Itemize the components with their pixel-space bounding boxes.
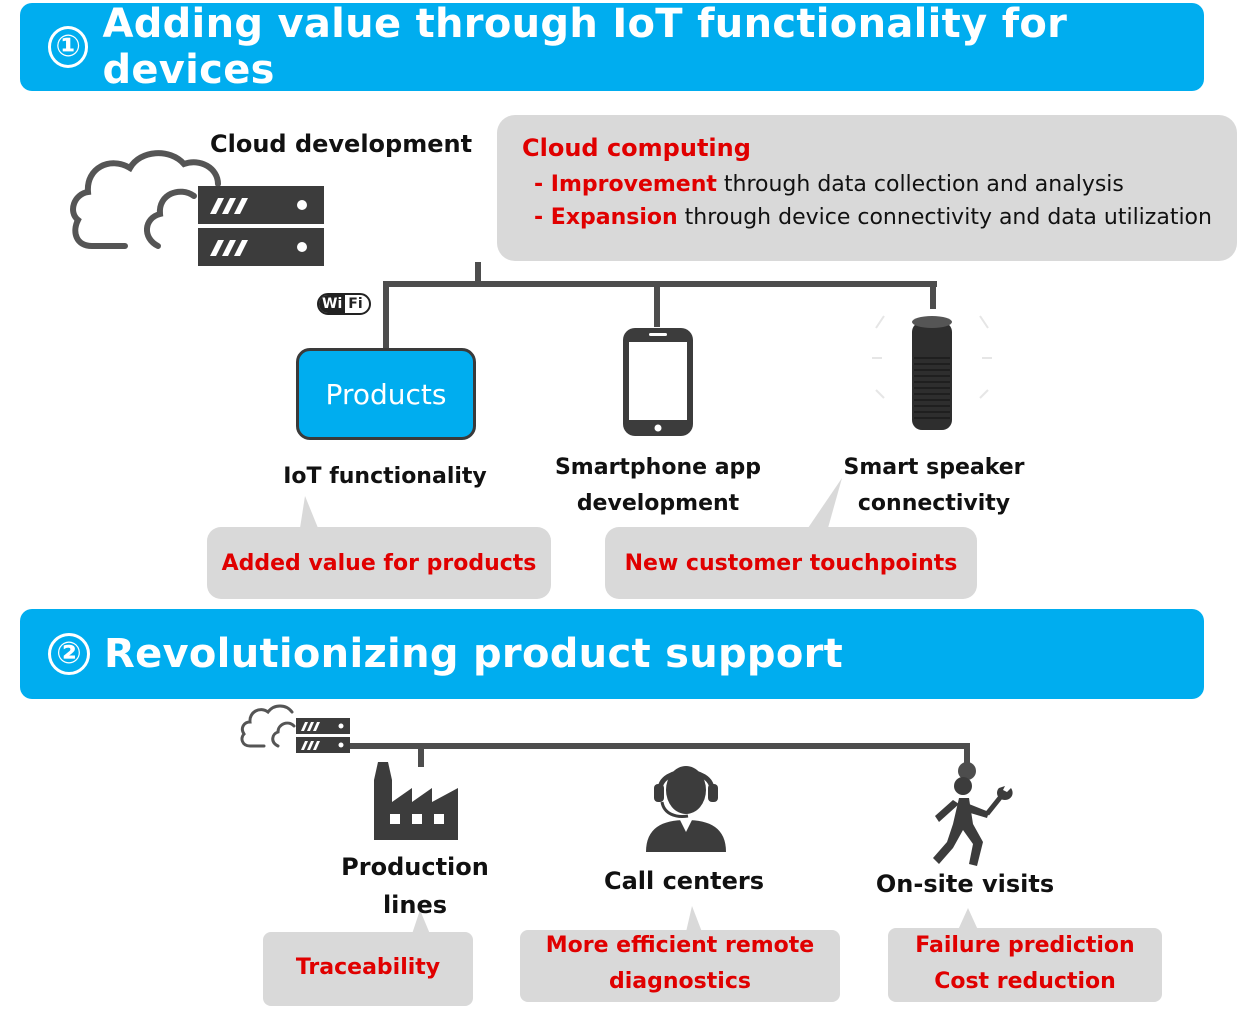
connector-node [958,762,976,780]
wifi-wi: Wi [319,295,346,313]
production-lines-label: Production lines [320,848,510,924]
cloud-computing-heading: Cloud computing [522,134,751,162]
small-cloud-server-icon [240,704,350,753]
smart-speaker-icon [872,315,992,430]
section1-number: ① [48,26,89,68]
smart-speaker-label-line: Smart speaker [843,455,1025,480]
remote-diagnostics-callout [520,930,840,1002]
item-rest: through device connectivity and data uti… [677,205,1212,230]
failure-line: Failure prediction [915,933,1135,958]
remote-line: More efficient remote [545,933,815,958]
iot-functionality-label: IoT functionality [283,464,487,489]
headset-operator-icon [646,766,726,852]
touchpoints-text: New customer touchpoints [624,551,958,576]
item-rest: through data collection and analysis [716,172,1124,197]
smartphone-label-line: Smartphone app [554,455,762,480]
connector-line [383,281,389,349]
cloud-computing-box [497,115,1237,261]
failure-prediction-callout [888,928,1162,1002]
item-prefix: - [534,172,551,197]
touchpoints-callout [605,527,977,599]
section2-banner: ② Revolutionizing product support [20,609,1204,699]
onsite-visits-label: On-site visits [875,870,1055,898]
connector-line [654,281,660,327]
connector-line [475,262,481,286]
call-centers-label: Call centers [603,867,765,895]
production-label-line: lines [382,891,448,919]
connector-line [964,743,970,765]
remote-line: diagnostics [609,969,751,994]
cloud-server-icon [70,150,324,266]
cloud-computing-item-1: - Improvement through data collection an… [534,172,1124,197]
smartphone-label: Smartphone app development [530,450,786,522]
production-label-line: Production [341,853,489,881]
smartphone-label-line: development [576,491,740,516]
section1-banner: ① Adding value through IoT functionality… [20,1,1204,93]
wifi-fi: Fi [348,296,363,312]
cloud-computing-item-2: - Expansion through device connectivity … [534,205,1212,230]
added-value-text: Added value for products [221,551,537,576]
smart-speaker-label-line: connectivity [857,491,1011,516]
connector-line [350,743,970,749]
technician-wrench-icon [933,777,1013,866]
connector-line [930,281,936,309]
failure-line: Cost reduction [934,969,1116,994]
traceability-callout [263,932,473,1006]
item-prefix: - [534,205,551,230]
failure-prediction-text: Failure prediction Cost reduction [888,928,1162,1000]
section2-number: ② [48,633,90,675]
added-value-callout [207,527,551,599]
factory-icon [374,762,458,840]
remote-diagnostics-text: More efficient remote diagnostics [520,928,840,1000]
traceability-text: Traceability [295,955,441,980]
section2-title: Revolutionizing product support [104,631,844,677]
connector-line [383,281,937,287]
cloud-development-label: Cloud development [210,130,473,158]
smartphone-icon [623,328,693,436]
item-key: Improvement [550,172,717,197]
products-box: Products [296,348,476,440]
products-label: Products [325,377,447,411]
smart-speaker-label: Smart speaker connectivity [822,450,1046,522]
connector-line [418,743,424,767]
section1-title: Adding value through IoT functionality f… [102,1,1068,93]
item-key: Expansion [550,205,678,230]
